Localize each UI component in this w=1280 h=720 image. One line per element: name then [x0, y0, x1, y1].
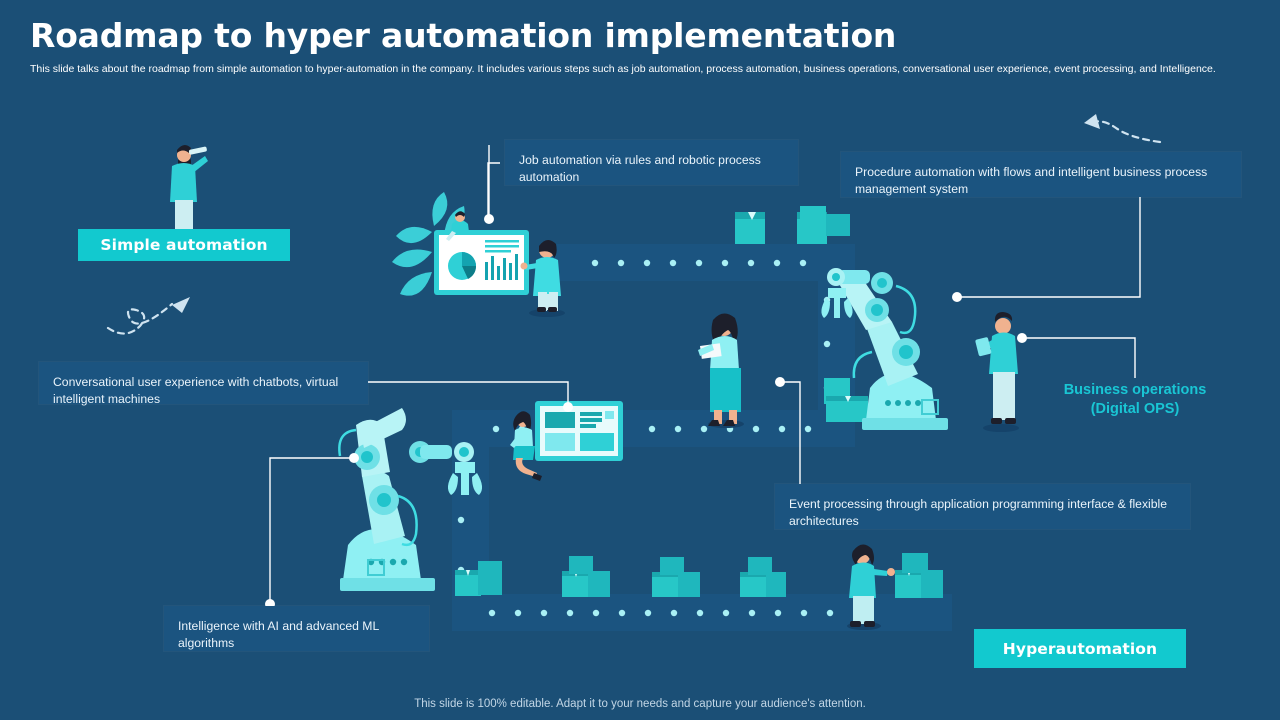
person-with-telescope-icon: [170, 144, 208, 241]
callout-text: Intelligence with AI and advanced ML alg…: [178, 619, 379, 650]
leaves-decoration-icon: [392, 192, 465, 296]
pill-label: Hyperautomation: [1002, 639, 1158, 658]
callout-event-processing[interactable]: Event processing through application pro…: [775, 484, 1190, 529]
seated-person-with-monitor-icon: [510, 401, 623, 481]
label-business-operations: Business operations (Digital OPS): [1040, 381, 1230, 419]
connector-endpoints: [265, 292, 1027, 609]
callout-text: Event processing through application pro…: [789, 497, 1168, 528]
page-title: Roadmap to hyper automation implementati…: [30, 16, 897, 55]
cardboard-boxes-icon: [735, 212, 827, 244]
dashed-arrow-left-icon: [1084, 114, 1162, 144]
label-line-2: (Digital OPS): [1090, 401, 1180, 417]
callout-procedure-automation[interactable]: Procedure automation with flows and inte…: [841, 152, 1241, 197]
callout-text: Conversational user experience with chat…: [53, 375, 339, 406]
label-line-1: Business operations: [1063, 382, 1207, 398]
robot-arm-icon: [338, 408, 483, 591]
pill-simple-automation[interactable]: Simple automation: [78, 229, 290, 261]
connector-lines: [269, 162, 1141, 608]
callout-text: Job automation via rules and robotic pro…: [519, 153, 761, 184]
pill-hyperautomation[interactable]: Hyperautomation: [974, 629, 1186, 668]
conveyor-belt-icon: [452, 244, 952, 631]
person-presenting-icon: [520, 239, 565, 317]
person-stacking-boxes-icon: [847, 544, 943, 630]
callout-conversational-ux[interactable]: Conversational user experience with chat…: [39, 362, 368, 406]
person-with-tablet-icon: [975, 312, 1019, 432]
callout-intelligence-ai[interactable]: Intelligence with AI and advanced ML alg…: [164, 606, 429, 651]
person-reading-icon: [698, 313, 744, 428]
page-subtitle: This slide talks about the roadmap from …: [30, 63, 1216, 75]
pill-label: Simple automation: [100, 236, 268, 254]
dashed-arrow-right-icon: [106, 297, 190, 335]
cardboard-boxes-icon: [455, 556, 786, 597]
callout-job-automation[interactable]: Job automation via rules and robotic pro…: [505, 140, 798, 185]
robot-arm-icon: [821, 268, 948, 430]
callout-text: Procedure automation with flows and inte…: [855, 165, 1208, 196]
footer-note: This slide is 100% editable. Adapt it to…: [414, 698, 866, 710]
cardboard-boxes-icon: [800, 206, 868, 422]
